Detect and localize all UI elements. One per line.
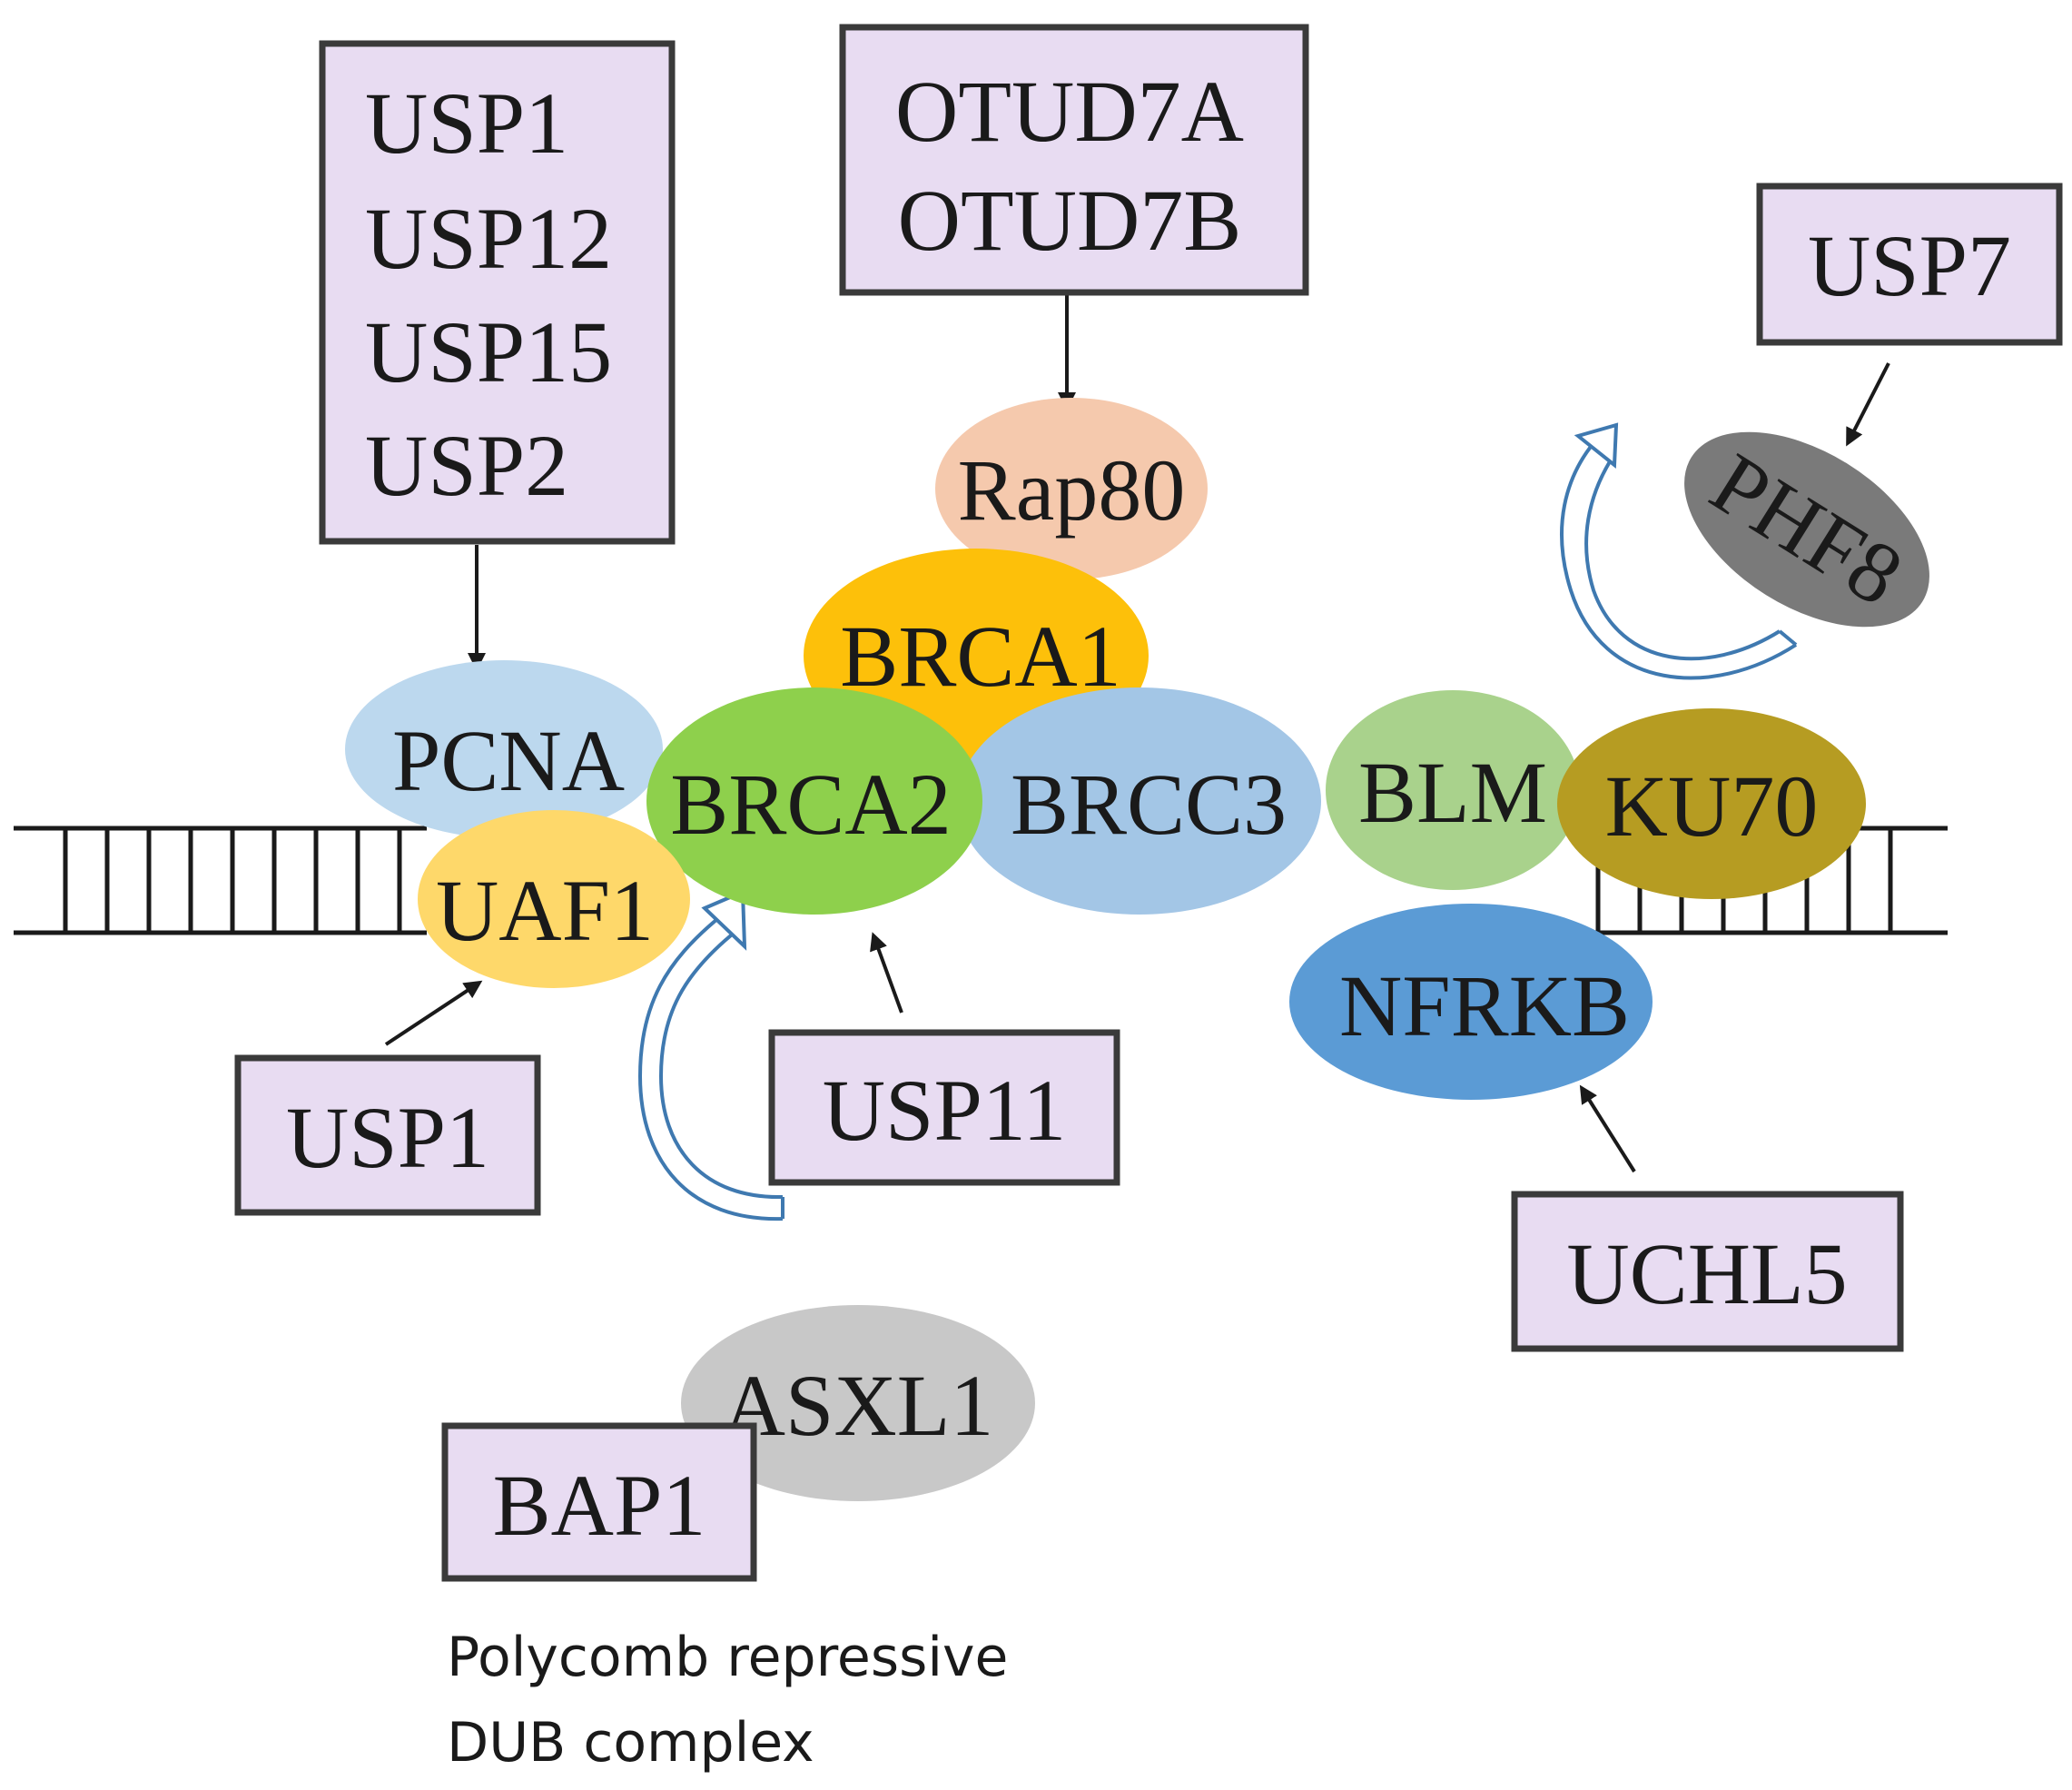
box-usp-group-item-0: USP1 [365, 74, 568, 172]
box-usp1-lower: USP1 [234, 1054, 541, 1216]
arrow-uchl5-to-nfrkb [1579, 1084, 1636, 1173]
node-ku70-label: KU70 [1605, 757, 1819, 855]
node-blm: BLM [1326, 690, 1580, 890]
node-ku70: KU70 [1557, 708, 1866, 899]
box-usp-group: USP1 USP12 USP15 USP2 [319, 40, 676, 545]
box-otud-group: OTUD7A OTUD7B [839, 24, 1309, 296]
arrow-usp7-to-phf8 [1846, 362, 1890, 447]
arrow-usp11-to-brca2 [870, 932, 903, 1014]
box-otud-group-item-1: OTUD7B [898, 172, 1242, 269]
node-rap80: Rap80 [935, 398, 1208, 579]
node-rap80-label: Rap80 [958, 441, 1186, 539]
box-usp11-label: USP11 [823, 1062, 1067, 1159]
caption-line-2: DUB complex [447, 1711, 814, 1775]
node-blm-label: BLM [1358, 744, 1547, 841]
box-usp-group-item-2: USP15 [365, 303, 612, 401]
node-brca2-label: BRCA2 [670, 756, 951, 853]
box-usp11: USP11 [768, 1029, 1120, 1186]
curved-arrow-upper [1560, 422, 1798, 680]
node-brca1-label: BRCA1 [840, 608, 1120, 705]
box-bap1: BAP1 [441, 1422, 757, 1582]
caption-line-1: Polycomb repressive [447, 1626, 1009, 1689]
arrow-usp1-to-uaf1 [384, 980, 483, 1046]
box-usp7-label: USP7 [1808, 217, 2011, 314]
node-pcna: PCNA [345, 660, 663, 838]
node-pcna-label: PCNA [392, 712, 625, 809]
node-brcc3-label: BRCC3 [1011, 756, 1287, 853]
box-uchl5-label: UCHL5 [1566, 1225, 1847, 1322]
node-asxl1-label: ASXL1 [723, 1357, 994, 1454]
complex-caption: Polycomb repressive DUB complex [447, 1615, 1008, 1785]
box-bap1-label: BAP1 [493, 1457, 706, 1554]
box-usp7: USP7 [1756, 183, 2063, 346]
node-brcc3: BRCC3 [958, 687, 1321, 915]
node-asxl1: ASXL1 [681, 1305, 1035, 1501]
box-otud-group-item-0: OTUD7A [895, 63, 1244, 160]
box-usp1-lower-label: USP1 [286, 1089, 489, 1186]
node-uaf1-label: UAF1 [436, 862, 654, 959]
dna-left [14, 826, 427, 935]
node-uaf1: UAF1 [418, 810, 690, 988]
node-brca2: BRCA2 [646, 687, 982, 915]
node-nfrkb-label: NFRKB [1339, 957, 1630, 1054]
node-nfrkb: NFRKB [1289, 904, 1653, 1100]
box-uchl5: UCHL5 [1511, 1191, 1904, 1352]
node-phf8: PHF8 [1684, 431, 1929, 628]
box-usp-group-item-1: USP12 [365, 190, 612, 287]
curved-arrow-lower [637, 889, 784, 1221]
box-usp-group-item-3: USP2 [365, 417, 568, 514]
